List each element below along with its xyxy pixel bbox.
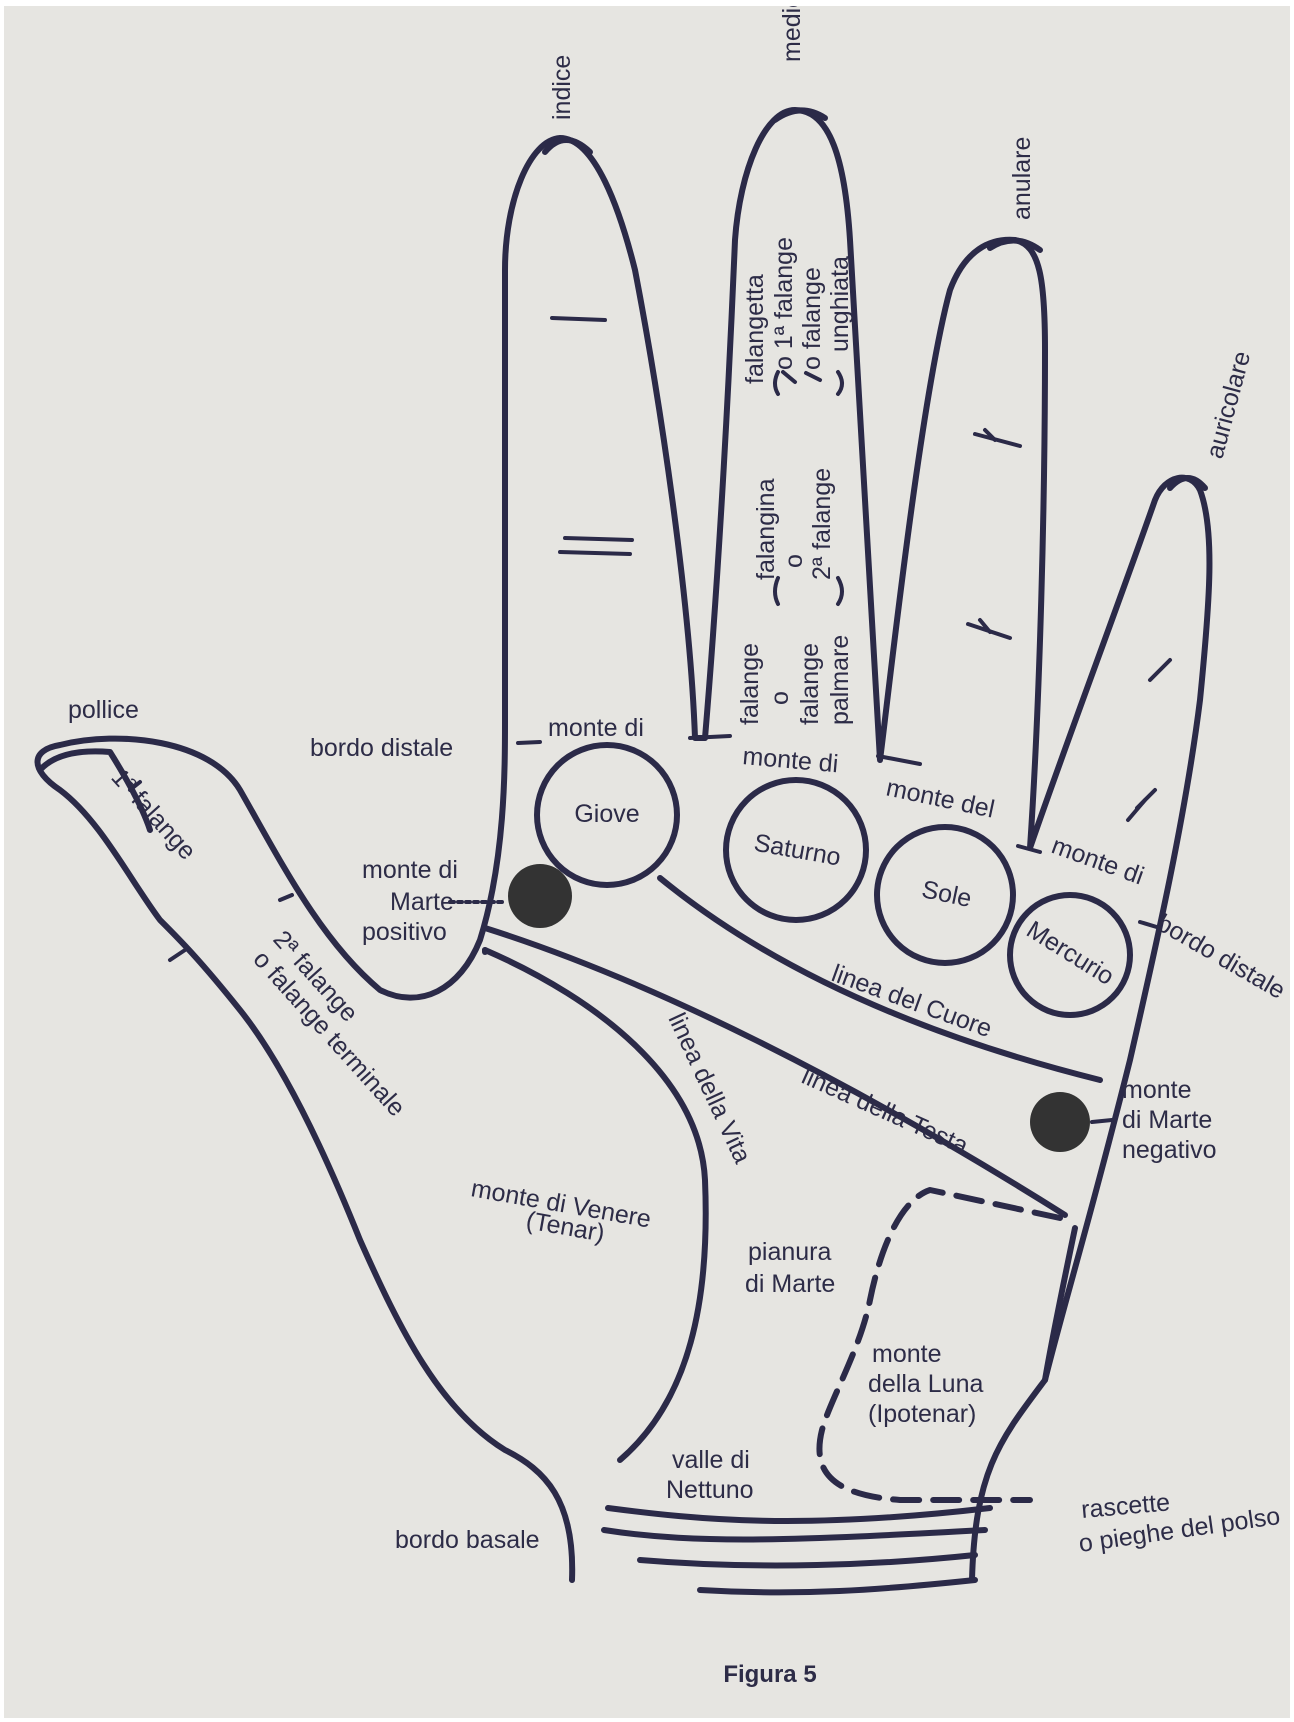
marte-negativo-dot bbox=[1030, 1092, 1090, 1152]
bordo-distale-line bbox=[518, 742, 540, 743]
label-medio: medio bbox=[778, 6, 806, 62]
label-giove-prefix: monte di bbox=[548, 714, 644, 742]
label-luna-2: della Luna bbox=[868, 1370, 983, 1398]
head-line bbox=[485, 928, 1065, 1215]
label-thumb-first: 1ª falange bbox=[106, 763, 202, 865]
label-falangina-2: o bbox=[780, 554, 808, 568]
label-falangetta-3: o falange bbox=[798, 267, 826, 370]
label-falangetta-1: falangetta bbox=[741, 274, 769, 384]
label-bordo-basale: bordo basale bbox=[395, 1526, 540, 1554]
label-valle-2: Nettuno bbox=[666, 1476, 754, 1504]
hand-diagram: indice medio anulare auricolare pollice … bbox=[4, 6, 1290, 1718]
label-sole: Sole bbox=[919, 875, 974, 913]
label-giove: Giove bbox=[574, 800, 639, 828]
nail-anulare bbox=[990, 240, 1040, 250]
nail-auricolare bbox=[1170, 478, 1205, 488]
label-marte-positivo-3: positivo bbox=[362, 918, 447, 946]
label-saturno: Saturno bbox=[752, 829, 843, 872]
scanned-page: indice medio anulare auricolare pollice … bbox=[4, 6, 1290, 1718]
label-falangina-3: 2ª falange bbox=[808, 468, 836, 580]
label-falangetta-4: unghiata bbox=[826, 256, 854, 352]
label-luna-3: (Ipotenar) bbox=[868, 1400, 976, 1428]
label-falange-1: falange bbox=[736, 643, 764, 725]
label-marte-negativo-3: negativo bbox=[1122, 1136, 1217, 1164]
label-bordo-distale-left: bordo distale bbox=[310, 734, 453, 762]
label-marte-positivo-2: Marte bbox=[390, 888, 454, 916]
label-marte-positivo-1: monte di bbox=[362, 856, 458, 884]
label-auricolare: auricolare bbox=[1201, 348, 1256, 461]
label-indice: indice bbox=[548, 55, 576, 120]
label-mercurio: Mercurio bbox=[1022, 916, 1119, 991]
label-pollice: pollice bbox=[68, 696, 139, 724]
label-marte-negativo-1: monte bbox=[1122, 1076, 1191, 1104]
label-mercurio-prefix: monte di bbox=[1048, 831, 1148, 890]
label-falange-4: palmare bbox=[826, 635, 854, 725]
label-saturno-prefix: monte di bbox=[741, 742, 839, 778]
label-head-line: linea della Testa bbox=[798, 1062, 973, 1160]
label-luna-1: monte bbox=[872, 1340, 941, 1368]
label-falangetta-2: o 1ª falange bbox=[770, 237, 798, 370]
label-pianura-1: pianura bbox=[748, 1238, 831, 1266]
label-heart-line: linea del Cuore bbox=[828, 959, 996, 1043]
label-pianura-2: di Marte bbox=[745, 1270, 835, 1298]
label-bordo-distale-right: bordo distale bbox=[1152, 909, 1290, 1005]
figure-caption: Figura 5 bbox=[723, 1661, 816, 1688]
wrist-creases bbox=[604, 1508, 990, 1592]
label-falange-2: o bbox=[766, 691, 794, 705]
label-anulare: anulare bbox=[1008, 137, 1036, 220]
hand-outline bbox=[38, 110, 1210, 1580]
label-falange-3: falange bbox=[796, 643, 824, 725]
label-valle-1: valle di bbox=[672, 1446, 750, 1474]
label-sole-prefix: monte del bbox=[884, 773, 997, 823]
label-falangina-1: falangina bbox=[752, 478, 780, 580]
finger-creases bbox=[130, 318, 1170, 960]
marte-positivo-dot bbox=[508, 864, 572, 928]
label-marte-negativo-2: di Marte bbox=[1122, 1106, 1212, 1134]
